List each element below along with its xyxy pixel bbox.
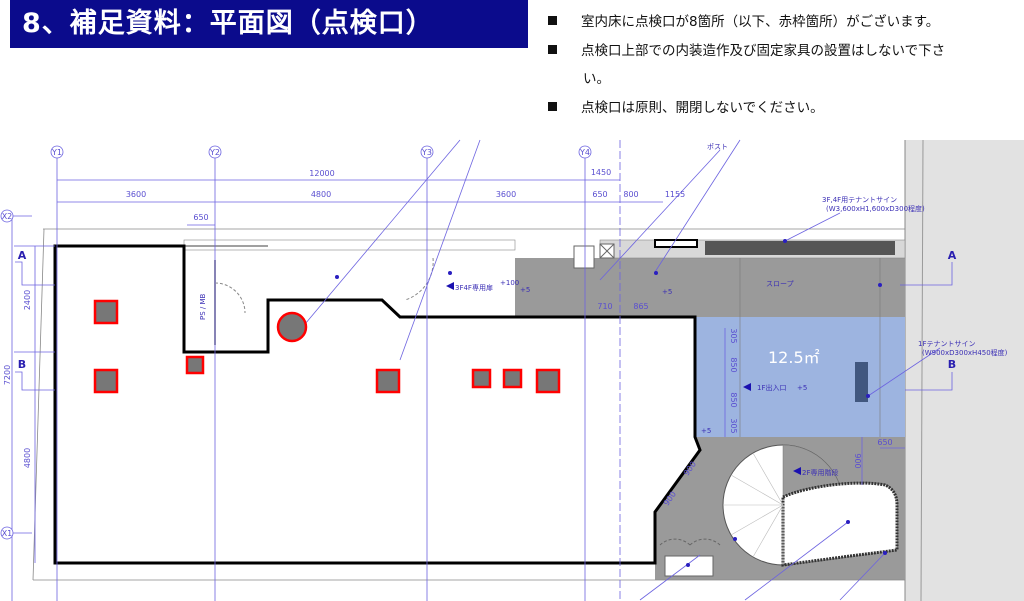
grid-y2: Y2 [209,148,220,157]
dim-650: 650 [877,438,892,447]
dim-3600: 3600 [126,190,146,199]
stair-treads [723,452,784,565]
label-stair-2f: 2F専用階段 [802,468,838,477]
note-text: 点検口は原則、開閉しないでください。 [581,100,824,116]
note-2: 点検口上部での内装造作及び固定家具の設置はしないで下さ [548,39,945,59]
grid-y4: Y4 [579,148,590,157]
label-entrance: 1F出入口 [757,383,786,392]
dim-865: 865 [633,302,648,311]
dim-650: 650 [193,213,208,222]
dim-305: 305 [729,328,738,343]
label-slope: スロープ [766,280,794,288]
post-box [654,239,698,248]
inspection-hatch-8 [535,368,561,394]
dim-305: 305 [729,418,738,433]
road-strip [905,140,1024,601]
inspection-hatch-1 [93,299,119,325]
dim-7200: 7200 [3,365,12,385]
label-sign-1f: 1Fテナントサイン [918,340,975,348]
dim-12000: 12000 [309,169,334,178]
label-door-3f4f: 3F4F専用扉 [455,283,493,292]
label-level-5: +5 [797,384,807,392]
dim-800: 800 [623,190,638,199]
tenant-sign-3f4f [705,241,895,255]
label-post: ポスト [707,143,728,151]
grid-x2: X2 [2,212,13,221]
inspection-hatch-5 [375,368,401,394]
label-sign-3f4f: 3F,4F用テナントサイン [822,196,897,204]
tenant-outline [53,244,702,565]
dim-710: 710 [597,302,612,311]
section-mark-b: B [18,358,26,371]
label-level-5: +5 [662,288,672,296]
inspection-hatch-2 [93,368,119,394]
grid-y1: Y1 [51,148,62,157]
note-text: 室内床に点検口が8箇所（以下、赤枠箇所）がございます。 [581,14,940,30]
dim-3600: 3600 [496,190,516,199]
note-1: 室内床に点検口が8箇所（以下、赤枠箇所）がございます。 [548,10,939,30]
note-2-cont: い。 [583,71,610,87]
direction-arrow-icons [446,282,801,475]
label-level-5: +5 [701,427,711,435]
entrance-area [695,317,905,437]
label-sign-3f4f-size: (W3,600xH1,600xD300程度) [826,204,925,213]
section-mark-b: B [948,358,956,371]
dim-2400: 2400 [23,290,32,310]
dim-1155: 1155 [665,190,685,199]
label-ps-mb: PS / MB [199,293,207,320]
inspection-hatch-3 [185,355,205,375]
dim-900: 900 [853,453,862,468]
inspection-hatch-4 [276,311,308,343]
tenant-sign-1f [855,362,868,402]
column [573,245,595,269]
bullet-icon [548,16,557,25]
section-mark-a: A [18,249,27,262]
grid-bubbles [0,145,592,540]
dim-4800: 4800 [23,448,32,468]
area-label: 12.5㎡ [768,348,820,367]
dim-850: 850 [729,357,738,372]
inspection-hatch-7 [502,368,523,389]
bullet-icon [548,45,557,54]
inspection-hatches [93,299,561,394]
label-level-5: +5 [520,286,530,294]
grid-y3: Y3 [421,148,432,157]
page-title: 8、補足資料：平面図（点検口） [10,0,528,48]
dim-1450: 1450 [591,168,611,177]
note-3: 点検口は原則、開閉しないでください。 [548,96,824,116]
label-level-100: +100 [500,279,519,287]
dim-850: 850 [729,392,738,407]
inspection-hatch-6 [471,368,492,389]
leader-dots [335,239,887,567]
dim-4800: 4800 [311,190,331,199]
bullet-icon [548,102,557,111]
label-sign-1f-size: (W900xD300xH450程度) [922,348,1008,357]
section-mark-a: A [948,249,957,262]
stair-counter [781,481,899,567]
road-edge [920,139,924,601]
note-text: 点検口上部での内装造作及び固定家具の設置はしないで下さ [581,43,946,59]
dim-650: 650 [592,190,607,199]
grid-x1: X1 [2,529,13,538]
